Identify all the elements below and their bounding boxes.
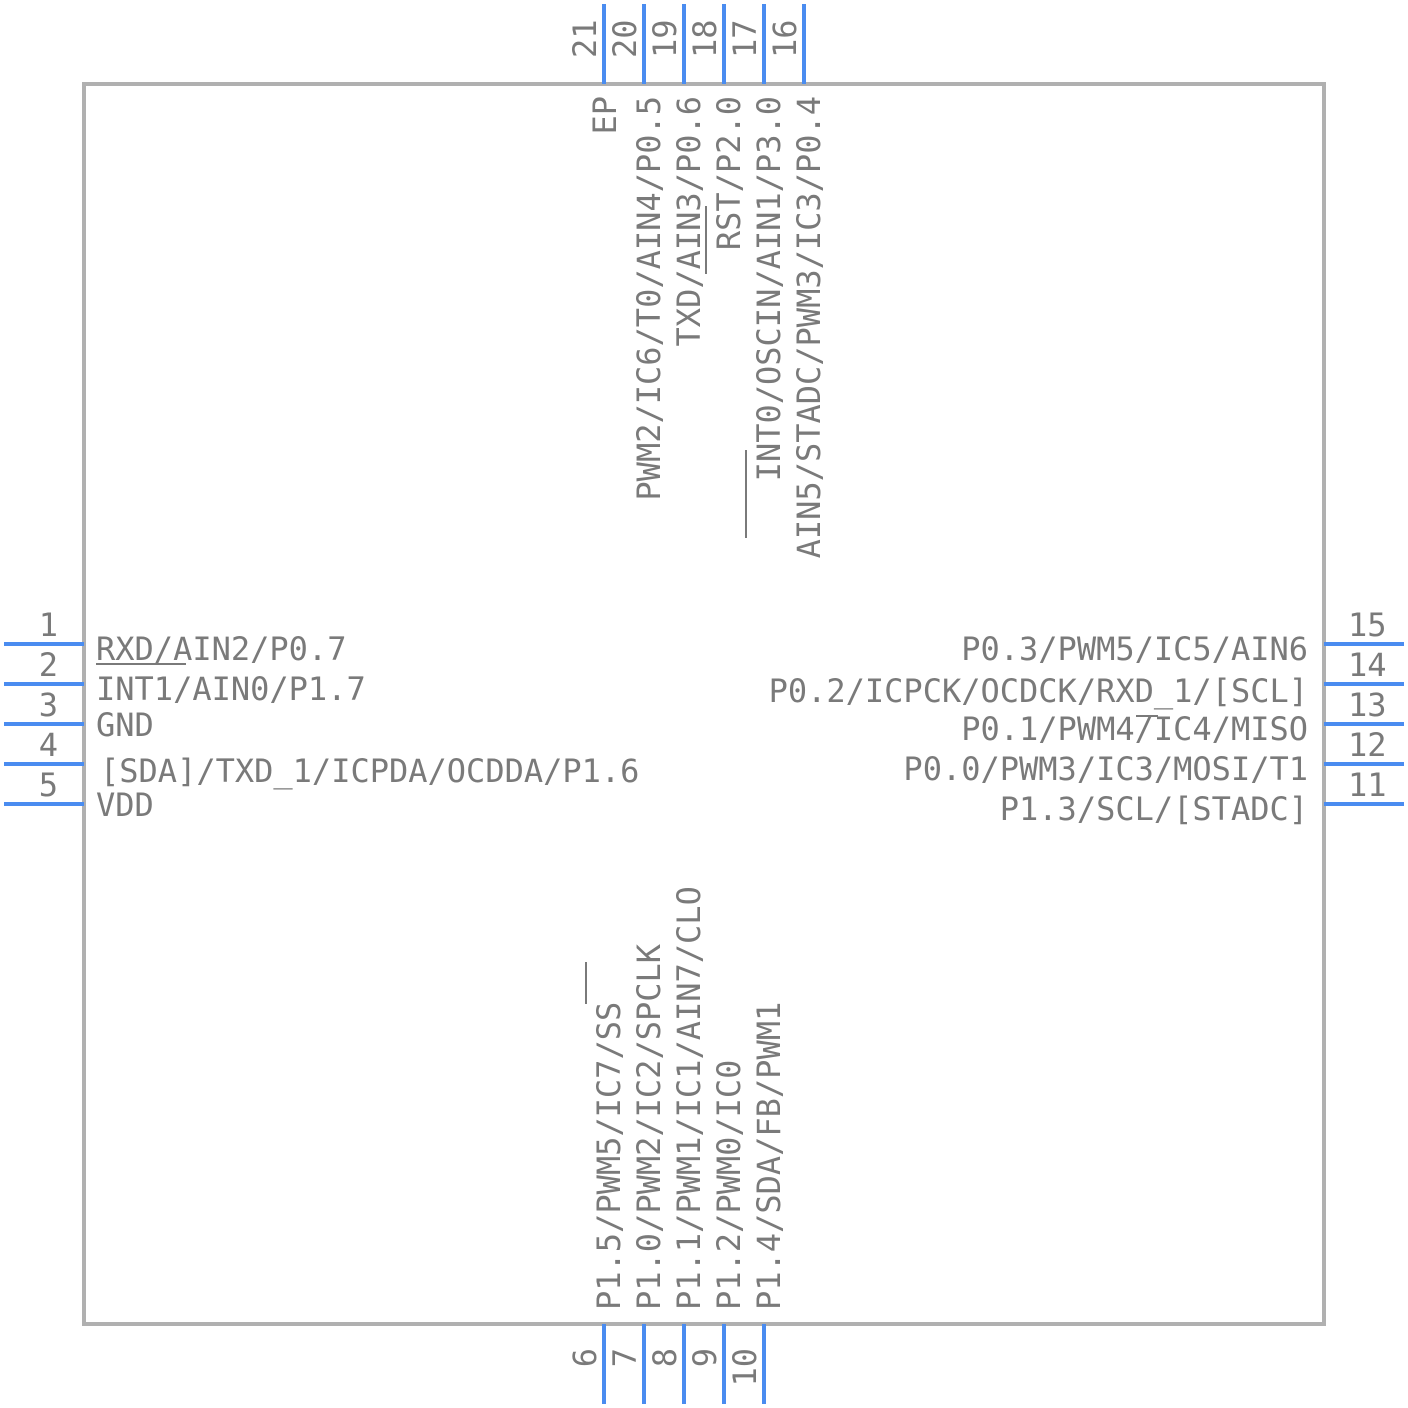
pin-15-label: P0.3/PWM5/IC5/AIN6 (961, 630, 1308, 668)
pin-14-label: P0.2/ICPCK/OCDCK/RXD_1/[SCL] (769, 672, 1308, 710)
ic-body (82, 82, 1326, 1326)
pin-8-label: P1.1/PWM1/IC1/AIN7/CLO (670, 886, 708, 1310)
pin-8: 8 P1.1/PWM1/IC1/AIN7/CLO (646, 886, 708, 1404)
pin-6-label: P1.5/PWM5/IC7/SS (590, 1002, 628, 1310)
top-pins: 21 EP 20 PWM2/IC6/T0/AIN4/P0.5 19 TXD/AI… (566, 4, 828, 558)
pin-13-number: 13 (1348, 686, 1387, 724)
pin-3: 3 GND (4, 686, 154, 744)
pin-15: 15 P0.3/PWM5/IC5/AIN6 (961, 606, 1404, 668)
pin-7: 7 P1.0/PWM2/IC2/SPCLK (606, 943, 668, 1404)
pin-17-label: INT0/OSCIN/AIN1/P3.0 (750, 96, 788, 481)
pin-12-label: P0.0/PWM3/IC3/MOSI/T1 (903, 750, 1308, 788)
pin-16-number: 16 (766, 19, 804, 58)
pin-20-label: PWM2/IC6/T0/AIN4/P0.5 (630, 96, 668, 501)
pin-8-number: 8 (646, 1348, 684, 1367)
pin-5-number: 5 (39, 766, 58, 804)
pin-6-number: 6 (566, 1348, 604, 1367)
pin-19: 19 TXD/AIN3/P0.6 (646, 4, 708, 346)
pin-2-number: 2 (39, 646, 58, 684)
pin-17-number: 17 (726, 19, 764, 58)
pin-9-number: 9 (686, 1348, 724, 1367)
pin-3-number: 3 (39, 686, 58, 724)
bottom-pins: 6 P1.5/PWM5/IC7/SS 7 P1.0/PWM2/IC2/SPCLK… (566, 886, 788, 1404)
pin-10-number: 10 (726, 1348, 764, 1387)
pin-4-label: [SDA]/TXD_1/ICPDA/OCDDA/P1.6 (100, 752, 639, 790)
pin-20: 20 PWM2/IC6/T0/AIN4/P0.5 (606, 4, 668, 501)
pin-3-label: GND (96, 706, 154, 744)
pin-18-number: 18 (686, 19, 724, 58)
pin-16: 16 AIN5/STADC/PWM3/IC3/P0.4 (766, 4, 828, 558)
pin-7-number: 7 (606, 1348, 644, 1367)
active-low-overbars (96, 206, 1158, 1004)
pin-20-number: 20 (606, 19, 644, 58)
pin-14: 14 P0.2/ICPCK/OCDCK/RXD_1/[SCL] (769, 646, 1404, 710)
pin-15-number: 15 (1348, 606, 1387, 644)
left-pins: 1 RXD/AIN2/P0.7 2 INT1/AIN0/P1.7 3 GND 4… (4, 606, 639, 824)
pin-19-number: 19 (646, 19, 684, 58)
pin-10: 10 P1.4/SDA/FB/PWM1 (726, 1002, 788, 1404)
pin-5-label: VDD (96, 786, 154, 824)
right-pins: 15 P0.3/PWM5/IC5/AIN6 14 P0.2/ICPCK/OCDC… (769, 606, 1404, 828)
pin-6: 6 P1.5/PWM5/IC7/SS (566, 1002, 628, 1404)
pin-12-number: 12 (1348, 726, 1387, 764)
pin-18-label: RST/P2.0 (710, 96, 748, 250)
pin-10-label: P1.4/SDA/FB/PWM1 (750, 1002, 788, 1310)
pin-21-label: EP (586, 96, 624, 135)
pin-14-number: 14 (1348, 646, 1387, 684)
pin-4-number: 4 (39, 726, 58, 764)
pin-9: 9 P1.2/PWM0/IC0 (686, 1060, 748, 1404)
pin-2-label: INT1/AIN0/P1.7 (96, 670, 366, 708)
pin-5: 5 VDD (4, 766, 154, 824)
pin-17: 17 INT0/OSCIN/AIN1/P3.0 (726, 4, 788, 481)
pin-21: 21 EP (566, 4, 624, 135)
pin-7-label: P1.0/PWM2/IC2/SPCLK (630, 943, 668, 1310)
pin-11-number: 11 (1348, 766, 1387, 804)
pin-19-label: TXD/AIN3/P0.6 (670, 96, 708, 346)
pin-11-label: P1.3/SCL/[STADC] (1000, 790, 1308, 828)
pin-16-label: AIN5/STADC/PWM3/IC3/P0.4 (790, 96, 828, 558)
pin-2: 2 INT1/AIN0/P1.7 (4, 646, 366, 708)
pin-18: 18 RST/P2.0 (686, 4, 748, 250)
pin-13-label: P0.1/PWM4/IC4/MISO (961, 710, 1308, 748)
pin-4: 4 [SDA]/TXD_1/ICPDA/OCDDA/P1.6 (4, 726, 639, 790)
pin-11: 11 P1.3/SCL/[STADC] (1000, 766, 1404, 828)
pin-13: 13 P0.1/PWM4/IC4/MISO (961, 686, 1404, 748)
pin-1-number: 1 (39, 606, 58, 644)
pin-1: 1 RXD/AIN2/P0.7 (4, 606, 346, 668)
pin-12: 12 P0.0/PWM3/IC3/MOSI/T1 (903, 726, 1404, 788)
pin-1-label: RXD/AIN2/P0.7 (96, 630, 346, 668)
pin-21-number: 21 (566, 19, 604, 58)
pin-9-label: P1.2/PWM0/IC0 (710, 1060, 748, 1310)
